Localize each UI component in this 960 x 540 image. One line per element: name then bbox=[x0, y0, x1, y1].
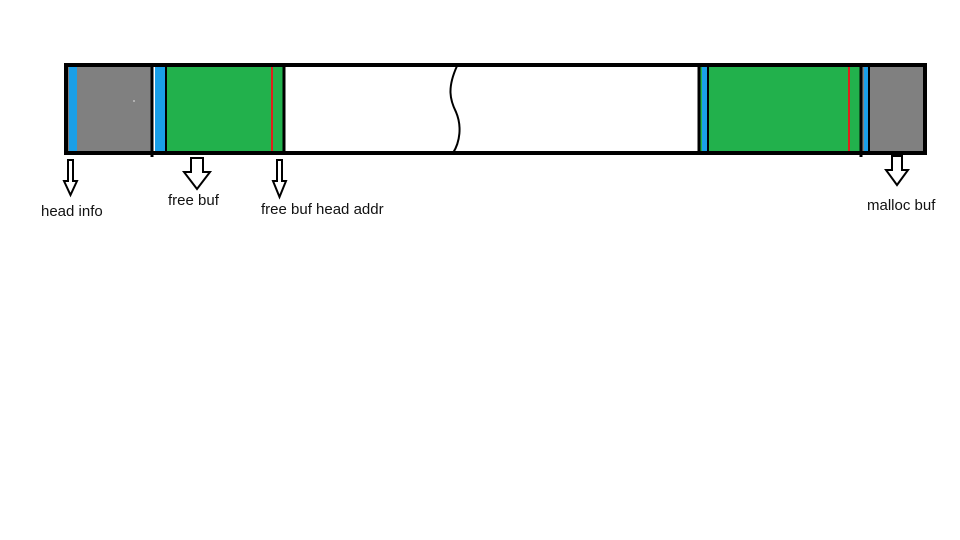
right-green-block bbox=[699, 66, 861, 153]
buffer-outline bbox=[64, 63, 927, 155]
right-green-blue-marker bbox=[702, 66, 707, 153]
malloc-buf-arrow bbox=[884, 155, 910, 187]
left-gray-block bbox=[67, 66, 152, 153]
head-info-label: head info bbox=[41, 203, 103, 220]
malloc-buf-label: malloc buf bbox=[867, 197, 936, 214]
left-blue-marker bbox=[69, 66, 77, 153]
free-buf-arrow bbox=[181, 157, 213, 191]
right-gray-block bbox=[861, 66, 924, 153]
right-gray-blue-marker bbox=[864, 66, 868, 153]
free-buf-label: free buf bbox=[168, 192, 219, 209]
break-wavy-line bbox=[449, 65, 461, 154]
free-buf-head-addr-arrow bbox=[271, 159, 288, 200]
free-buf-head-addr-label: free buf head addr bbox=[261, 201, 384, 218]
left-gray-dot bbox=[133, 100, 135, 102]
left-green-blue-marker bbox=[155, 66, 165, 153]
head-info-arrow bbox=[62, 159, 79, 198]
left-green-block bbox=[155, 66, 284, 153]
